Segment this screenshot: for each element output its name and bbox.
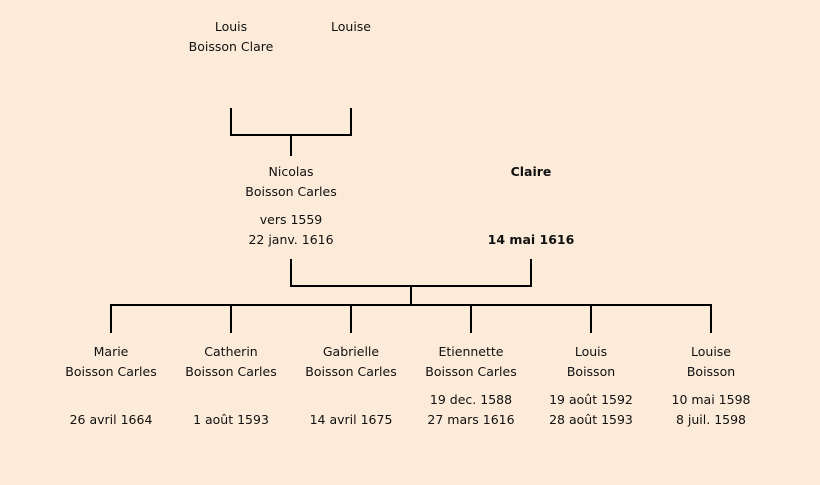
- death-date: 14 mai 1616: [487, 232, 575, 247]
- first-name: Claire: [510, 164, 552, 179]
- death-date: 27 mars 1616: [427, 412, 515, 427]
- connector-line: [350, 304, 352, 333]
- connector-line: [350, 108, 352, 136]
- first-name: Marie: [93, 344, 129, 359]
- connector-line: [290, 259, 292, 287]
- birth-date: 10 mai 1598: [671, 392, 751, 407]
- connector-line: [290, 134, 292, 156]
- connector-line: [710, 304, 712, 333]
- person-mother[interactable]: Claire 14 mai 1616: [451, 162, 611, 250]
- last-name: Boisson Carles: [185, 364, 277, 379]
- birth-date: 19 août 1592: [549, 392, 633, 407]
- last-name: Boisson Carles: [245, 184, 337, 199]
- first-name: Louis: [574, 344, 608, 359]
- last-name: Boisson Carles: [425, 364, 517, 379]
- last-name: Boisson: [686, 364, 736, 379]
- first-name: Catherin: [204, 344, 258, 359]
- connector-line: [110, 304, 112, 333]
- death-date: 8 juil. 1598: [675, 412, 747, 427]
- last-name: Boisson Carles: [65, 364, 157, 379]
- birth-date: 19 dec. 1588: [429, 392, 513, 407]
- death-date: 1 août 1593: [193, 412, 269, 427]
- death-date: 26 avril 1664: [69, 412, 153, 427]
- connector-line: [530, 259, 532, 287]
- connector-line: [410, 285, 412, 306]
- connector-line: [230, 108, 232, 136]
- person-grandmother[interactable]: Louise: [271, 17, 431, 37]
- connector-line: [590, 304, 592, 333]
- death-date: 28 août 1593: [549, 412, 633, 427]
- person-father[interactable]: Nicolas Boisson Carles vers 1559 22 janv…: [211, 162, 371, 250]
- connector-line: [470, 304, 472, 333]
- connector-line: [110, 304, 712, 306]
- last-name: Boisson Clare: [188, 39, 274, 54]
- death-date: 22 janv. 1616: [248, 232, 334, 247]
- death-date: 14 avril 1675: [309, 412, 393, 427]
- first-name: Louise: [691, 344, 731, 359]
- birth-date: vers 1559: [259, 212, 323, 227]
- first-name: Gabrielle: [322, 344, 380, 359]
- first-name: Etiennette: [438, 344, 504, 359]
- connector-line: [230, 304, 232, 333]
- first-name: Louise: [331, 19, 371, 34]
- last-name: Boisson: [566, 364, 616, 379]
- person-grandfather[interactable]: Louis Boisson Clare: [151, 17, 311, 57]
- last-name: Boisson Carles: [305, 364, 397, 379]
- first-name: Nicolas: [268, 164, 314, 179]
- first-name: Louis: [214, 19, 248, 34]
